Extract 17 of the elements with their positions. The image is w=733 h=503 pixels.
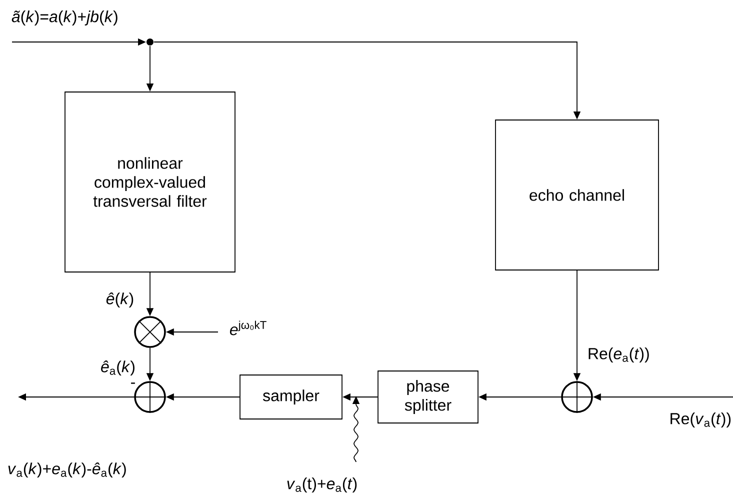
sign-label: - bbox=[131, 382, 135, 384]
junction-dot bbox=[146, 38, 154, 46]
edge-label: ê(k) bbox=[106, 292, 134, 308]
edge-label: Re(v$_{a}$(t)) bbox=[670, 412, 731, 428]
signal-label: v$_{a}$(t)+e$_{a}$(t) bbox=[287, 478, 357, 492]
process-box: nonlinear complex-valued transversal filter bbox=[64, 92, 236, 272]
process-box: echo channel bbox=[495, 120, 659, 270]
process-box: phase splitter bbox=[378, 370, 478, 424]
process-box: sampler bbox=[240, 374, 342, 420]
edge-label: ã(k)=a(k)+jb(k) bbox=[12, 10, 118, 26]
edge-label: Re(e$_{a}$(t)) bbox=[588, 348, 649, 362]
adder-symbol bbox=[560, 380, 594, 414]
edge-label: e$^{jω₀kT}$ bbox=[230, 320, 266, 336]
adder-symbol bbox=[134, 380, 166, 414]
edge-label: v$_{a}$(k)+e$_{a}$(k)-ê$_{a}$(k) bbox=[8, 462, 126, 478]
edge-label: ê$_{a}$(k) bbox=[101, 360, 134, 376]
multiplier-symbol bbox=[134, 316, 166, 348]
